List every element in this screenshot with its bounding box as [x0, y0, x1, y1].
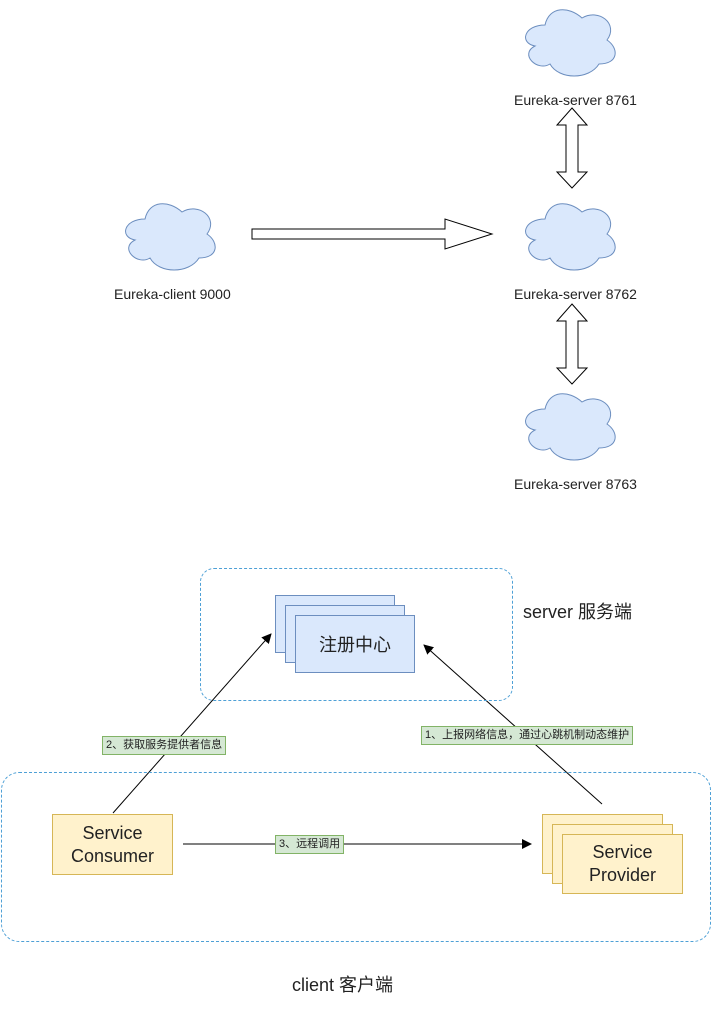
client-group-label: client 客户端	[292, 975, 394, 995]
server-8761-label: Eureka-server 8761	[514, 92, 637, 108]
cloud-server-8762-icon	[525, 203, 616, 271]
consumer-label-line1: Service	[82, 822, 143, 843]
server-8762-label: Eureka-server 8762	[514, 286, 637, 302]
register-arrow	[251, 218, 494, 250]
edge-label-fetch: 2、获取服务提供者信息	[102, 736, 227, 755]
replication-arrow-8761-8762	[555, 107, 589, 189]
provider-label-line1: Service	[592, 842, 653, 862]
consumer-label-line2: Consumer	[70, 845, 155, 866]
replication-arrow-8762-8763	[555, 303, 589, 385]
client-9000-label: Eureka-client 9000	[114, 286, 231, 302]
edge-provider-to-registry	[423, 644, 603, 805]
client-group	[1, 772, 711, 942]
server-group	[200, 568, 513, 701]
provider-label-line2: Provider	[588, 865, 657, 885]
registry-label: 注册中心	[319, 635, 391, 655]
service-provider-node: Service Provider	[562, 834, 683, 894]
edge-label-report: 1、上报网络信息，通过心跳机制动态维护	[421, 726, 634, 745]
cloud-client-9000-icon	[125, 203, 216, 271]
service-consumer-node: Service Consumer	[52, 814, 173, 875]
edge-consumer-to-registry	[112, 633, 272, 814]
server-group-label: server 服务端	[523, 602, 633, 622]
server-8763-label: Eureka-server 8763	[514, 476, 637, 492]
edge-label-rpc: 3、远程调用	[275, 835, 345, 854]
cloud-server-8763-icon	[525, 393, 616, 461]
cloud-server-8761-icon	[525, 9, 616, 77]
registry-node: 注册中心	[295, 615, 415, 673]
